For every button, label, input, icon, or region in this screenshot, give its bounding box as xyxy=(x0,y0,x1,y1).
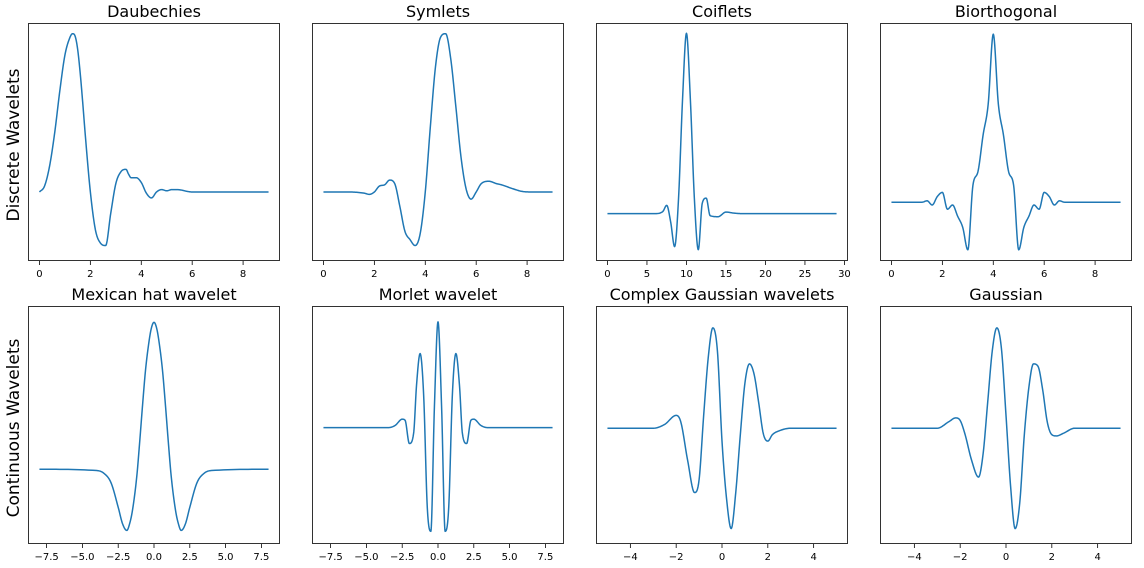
panels-group: Daubechies 0 2 4 6 8 Symlets 0 2 4 6 8 Coiflets 0 5 10 1… xyxy=(28,2,1132,563)
x-tick-label: 4 xyxy=(990,269,996,280)
panel-title: Symlets xyxy=(406,2,470,21)
x-tick-label: 2 xyxy=(765,552,771,563)
axes-frame xyxy=(312,23,564,261)
panel-6: Complex Gaussian wavelets −4 −2 0 2 4 xyxy=(596,285,848,563)
panel-title: Morlet wavelet xyxy=(379,285,498,304)
panel-title: Biorthogonal xyxy=(955,2,1057,21)
x-tick-label: −2.5 xyxy=(106,552,130,563)
x-tick-label: 15 xyxy=(720,269,733,280)
series-line xyxy=(39,321,269,532)
panel-5: Morlet wavelet −7.5 −5.0 −2.5 0.0 2.5 5.0 7.5 xyxy=(312,285,564,563)
axes-frame xyxy=(880,306,1132,544)
x-tick-label: −2 xyxy=(953,552,968,563)
panel-3: Biorthogonal 0 2 4 6 8 xyxy=(880,2,1132,280)
series-line xyxy=(891,327,1121,530)
series-line xyxy=(323,32,553,247)
x-tick-label: 2.5 xyxy=(182,552,198,563)
panel-title: Complex Gaussian wavelets xyxy=(610,285,835,304)
x-tick-label: −2.5 xyxy=(390,552,414,563)
x-tick-label: −4 xyxy=(623,552,638,563)
x-tick-label: 0 xyxy=(320,269,326,280)
x-tick-label: 4 xyxy=(810,552,816,563)
x-tick-label: 0.0 xyxy=(146,552,162,563)
series-line xyxy=(38,32,269,247)
x-tick-label: 5 xyxy=(644,269,650,280)
x-tick-label: −7.5 xyxy=(318,552,342,563)
panel-0: Daubechies 0 2 4 6 8 xyxy=(28,2,280,280)
x-tick-label: 10 xyxy=(680,269,693,280)
x-tick-label: 2 xyxy=(939,269,945,280)
x-tick-label: −2 xyxy=(669,552,684,563)
x-tick-label: 2 xyxy=(371,269,377,280)
row-label-discrete: Discrete Wavelets xyxy=(4,68,24,221)
panel-7: Gaussian −4 −2 0 2 4 xyxy=(880,285,1132,563)
x-tick-label: 7.5 xyxy=(253,552,269,563)
panel-title: Coiflets xyxy=(692,2,752,21)
series-line xyxy=(607,32,837,251)
x-tick-label: 4 xyxy=(1094,552,1100,563)
series-line xyxy=(323,321,553,533)
panel-title: Mexican hat wavelet xyxy=(71,285,236,304)
axes-frame xyxy=(28,23,280,261)
x-tick-label: 0 xyxy=(604,269,610,280)
x-tick-label: 5.0 xyxy=(502,552,518,563)
x-tick-label: 8 xyxy=(1092,269,1098,280)
x-tick-label: 6 xyxy=(1041,269,1047,280)
x-tick-label: 0 xyxy=(1003,552,1009,563)
x-tick-label: 5.0 xyxy=(218,552,234,563)
x-tick-label: −5.0 xyxy=(70,552,94,563)
x-tick-label: 25 xyxy=(799,269,812,280)
panel-title: Gaussian xyxy=(969,285,1042,304)
x-tick-label: 4 xyxy=(422,269,428,280)
x-tick-label: 6 xyxy=(189,269,195,280)
axes-frame xyxy=(28,306,280,544)
x-tick-label: 8 xyxy=(524,269,530,280)
x-tick-label: 0 xyxy=(888,269,894,280)
axes-frame xyxy=(596,23,848,261)
x-tick-label: 2.5 xyxy=(466,552,482,563)
x-tick-label: 2 xyxy=(87,269,93,280)
x-tick-label: −5.0 xyxy=(354,552,378,563)
x-tick-label: 20 xyxy=(759,269,772,280)
x-tick-label: 8 xyxy=(240,269,246,280)
x-tick-label: 4 xyxy=(138,269,144,280)
x-tick-label: 30 xyxy=(838,269,851,280)
series-line xyxy=(891,33,1121,251)
x-tick-label: 6 xyxy=(473,269,479,280)
panel-title: Daubechies xyxy=(107,2,201,21)
x-tick-label: −7.5 xyxy=(34,552,58,563)
x-tick-label: 0.0 xyxy=(430,552,446,563)
series-line xyxy=(607,327,837,530)
x-tick-label: −4 xyxy=(907,552,922,563)
panel-2: Coiflets 0 5 10 15 20 25 30 xyxy=(596,2,851,280)
x-tick-label: 2 xyxy=(1049,552,1055,563)
row-label-continuous: Continuous Wavelets xyxy=(4,338,24,517)
axes-frame xyxy=(596,306,848,544)
panel-1: Symlets 0 2 4 6 8 xyxy=(312,2,564,280)
x-tick-label: 0 xyxy=(36,269,42,280)
axes-frame xyxy=(312,306,564,544)
axes-frame xyxy=(880,23,1132,261)
panel-4: Mexican hat wavelet −7.5 −5.0 −2.5 0.0 2.5 5.0… xyxy=(28,285,280,563)
x-tick-label: 0 xyxy=(719,552,725,563)
x-tick-label: 7.5 xyxy=(537,552,553,563)
